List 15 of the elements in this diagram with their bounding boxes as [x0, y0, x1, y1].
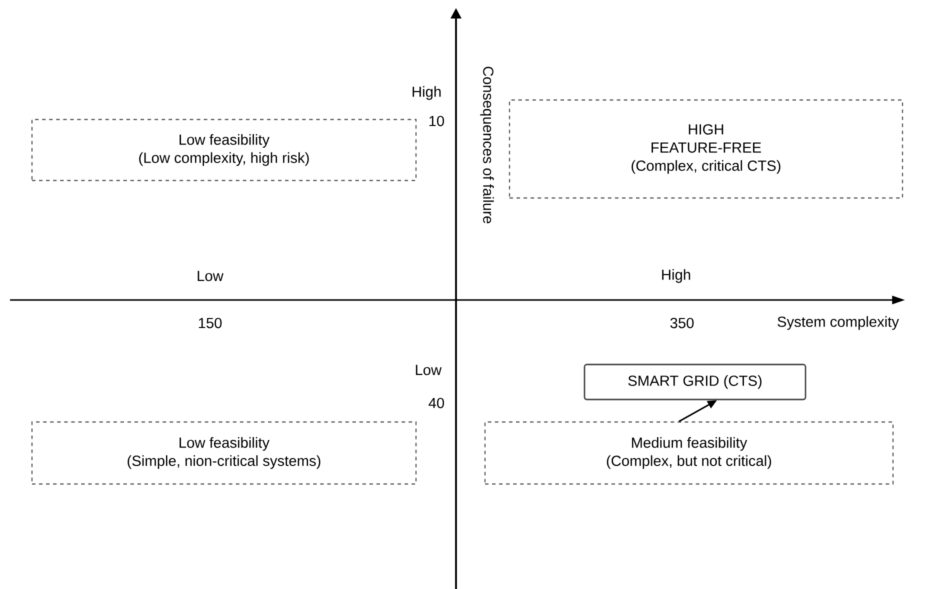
- axis-label: Low: [198, 270, 224, 282]
- quadrant-box: Low feasibility (Simple, nion-critical systems): [31, 421, 417, 485]
- axis-title: System complexity: [778, 316, 899, 330]
- process-box: SMART GRID (CTS): [584, 364, 806, 400]
- quadrant-box: Medium feasibility (Complex, but not critical): [484, 421, 894, 485]
- axis-title: Consequences of failure: [480, 66, 494, 224]
- axis-label: High: [662, 269, 690, 283]
- tick-label: 40: [428, 398, 444, 408]
- quadrant-box: Low feasibility (Low complexity, high risk): [31, 118, 417, 182]
- tick-label: 10: [429, 116, 444, 126]
- tick-label: 150: [198, 318, 222, 328]
- axis-label: High: [412, 86, 441, 100]
- axis-label: Low: [416, 364, 442, 376]
- tick-label: 350: [670, 318, 694, 328]
- quadrant-box: HIGH FEATURE-FREE (Complex, critical CTS): [508, 99, 904, 199]
